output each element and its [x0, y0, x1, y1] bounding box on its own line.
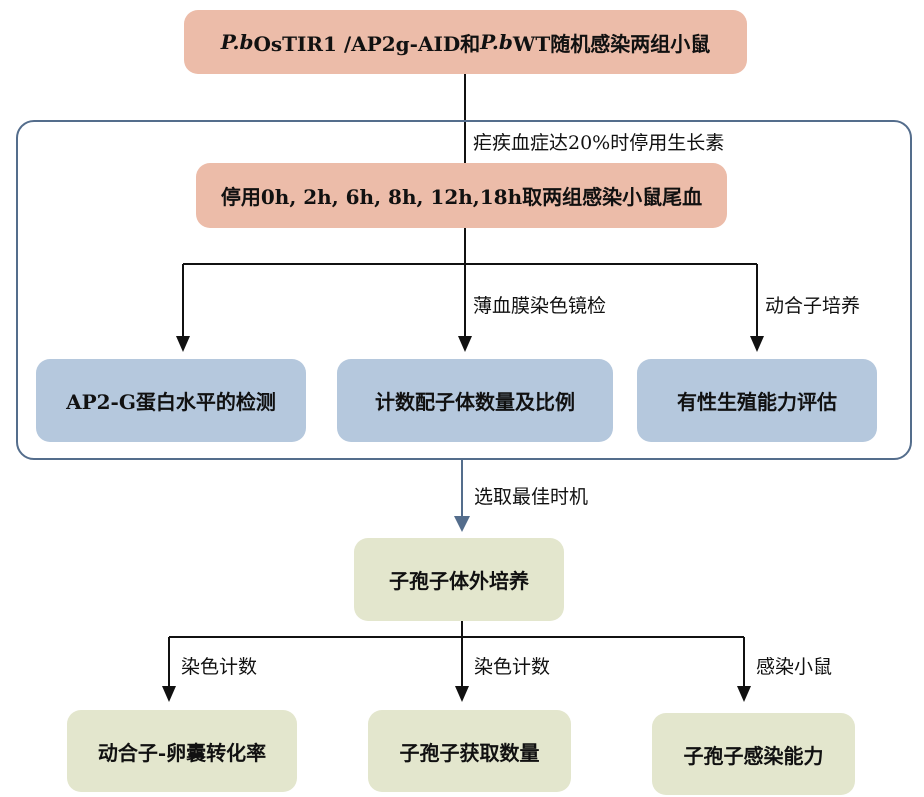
arrow-to-result-2	[455, 686, 469, 702]
culture-box: 子孢子体外培养	[354, 538, 564, 621]
experiment-frame	[16, 120, 912, 460]
arrow-to-result-3	[737, 686, 751, 702]
label-bottom-1: 染色计数	[181, 656, 258, 678]
label-bottom-3: 感染小鼠	[756, 656, 833, 678]
arrow-to-culture	[454, 516, 470, 532]
analysis-box-ap2g: AP2-G蛋白水平的检测	[36, 359, 306, 442]
label-select-time: 选取最佳时机	[474, 486, 589, 508]
top-box-species-2: P.b	[480, 30, 513, 54]
arrow-to-analysis-1	[176, 336, 190, 352]
sampling-box: 停用0h, 2h, 6h, 8h, 12h,18h取两组感染小鼠尾血	[196, 163, 727, 228]
result-box-sporozoite-yield: 子孢子获取数量	[368, 710, 571, 792]
top-box-text-2: WT随机感染两组小鼠	[512, 31, 711, 56]
result-box-sporozoite-infectivity: 子孢子感染能力	[652, 713, 855, 795]
top-box-species-1: P.b	[220, 30, 254, 54]
arrow-to-analysis-2	[458, 336, 472, 352]
analysis-box-sexual-reproduction: 有性生殖能力评估	[637, 359, 877, 442]
result-box-ookinete-oocyst: 动合子-卵囊转化率	[67, 710, 297, 792]
arrow-to-analysis-3	[750, 336, 764, 352]
arrow-to-result-1	[162, 686, 176, 702]
label-parasitemia: 疟疾血症达20%时停用生长素	[473, 132, 725, 154]
analysis-box-gametocyte-count: 计数配子体数量及比例	[337, 359, 613, 442]
label-ookinete-culture: 动合子培养	[765, 295, 861, 317]
label-bottom-2: 染色计数	[474, 656, 551, 678]
top-box-text-1: OsTIR1 /AP2g-AID和	[253, 31, 481, 56]
label-blood-smear: 薄血膜染色镜检	[473, 295, 607, 317]
